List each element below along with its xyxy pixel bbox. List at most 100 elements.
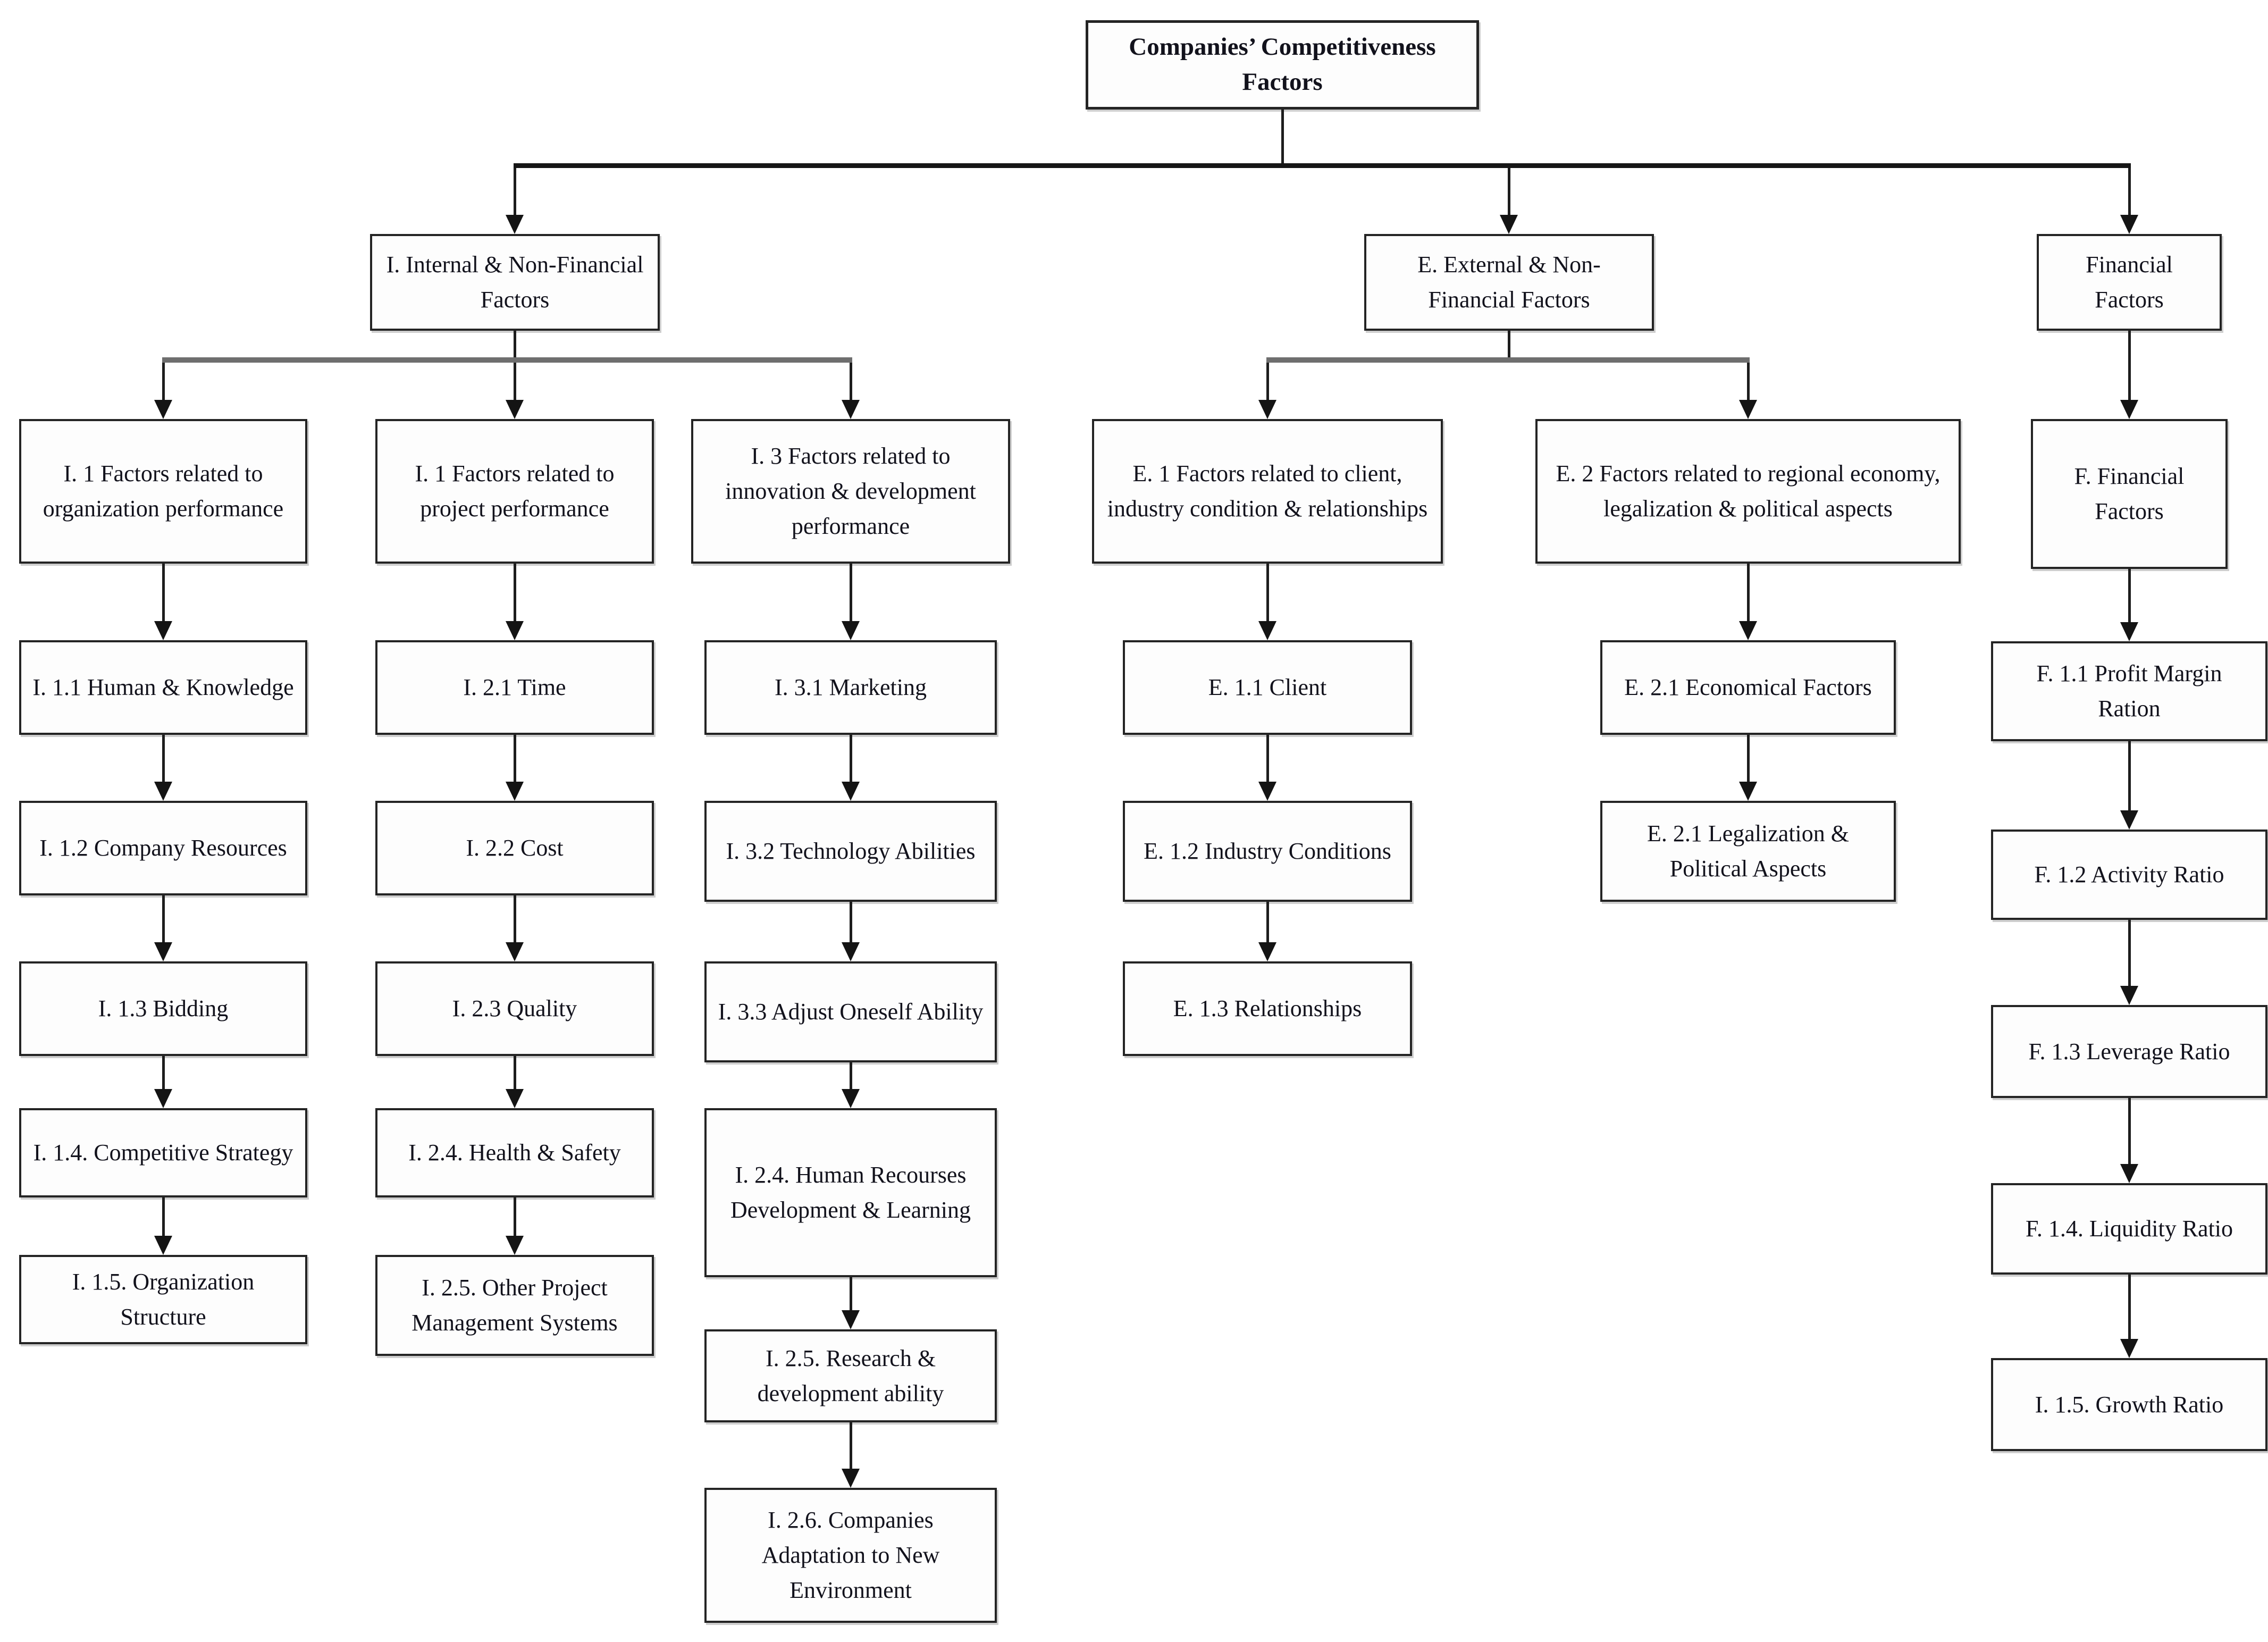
connector-line (1747, 357, 1750, 402)
node-i3-5: I. 2.5. Research & development ability (704, 1329, 997, 1422)
connector-line (514, 163, 2131, 168)
arrowhead-icon (154, 942, 172, 961)
node-i3-3: I. 3.3 Adjust Oneself Ability (704, 961, 997, 1062)
arrowhead-icon (1739, 621, 1757, 640)
node-e1-header: E. 1 Factors related to client, industry… (1092, 419, 1443, 564)
connector-line (514, 564, 516, 623)
arrowhead-icon (506, 1236, 524, 1255)
arrowhead-icon (1739, 782, 1757, 801)
node-i1-4: I. 1.4. Competitive Strategy (19, 1108, 307, 1197)
connector-line (2128, 920, 2131, 988)
node-i3-1: I. 3.1 Marketing (704, 640, 997, 735)
connector-line (1266, 902, 1269, 944)
node-i2-header: I. 1 Factors related to project performa… (375, 419, 654, 564)
arrowhead-icon (2120, 1339, 2138, 1358)
arrowhead-icon (154, 1236, 172, 1255)
node-f1-1: F. 1.1 Profit Margin Ration (1991, 641, 2267, 741)
node-i2-4: I. 2.4. Health & Safety (375, 1108, 654, 1197)
connector-line (2128, 1275, 2131, 1341)
arrowhead-icon (1258, 621, 1276, 640)
connector-line (1747, 735, 1750, 784)
arrowhead-icon (842, 1469, 860, 1488)
connector-line (1266, 357, 1269, 402)
arrowhead-icon (2120, 622, 2138, 641)
node-e1-2: E. 1.2 Industry Conditions (1123, 801, 1412, 902)
node-e1-3: E. 1.3 Relationships (1123, 961, 1412, 1056)
connector-line (514, 1197, 516, 1238)
node-root: Companies’ Competitiveness Factors (1086, 20, 1479, 110)
connector-line (1281, 110, 1284, 163)
connector-line (850, 357, 852, 402)
arrowhead-icon (842, 621, 860, 640)
connector-line (514, 163, 516, 217)
arrowhead-icon (2120, 986, 2138, 1005)
node-i3-6: I. 2.6. Companies Adaptation to New Envi… (704, 1488, 997, 1623)
connector-line (850, 564, 852, 623)
connector-line (2128, 331, 2131, 402)
node-i3-4: I. 2.4. Human Recourses Development & Le… (704, 1108, 997, 1277)
connector-line (850, 1062, 852, 1091)
node-i1-5: I. 1.5. Organization Structure (19, 1255, 307, 1344)
node-f-header: F. Financial Factors (2031, 419, 2228, 569)
node-i2-2: I. 2.2 Cost (375, 801, 654, 895)
node-i2-5: I. 2.5. Other Project Management Systems (375, 1255, 654, 1356)
node-i1-1: I. 1.1 Human & Knowledge (19, 640, 307, 735)
node-external-factors: E. External & Non-Financial Factors (1364, 234, 1654, 331)
arrowhead-icon (842, 942, 860, 961)
arrowhead-icon (506, 215, 524, 234)
arrowhead-icon (506, 621, 524, 640)
arrowhead-icon (2120, 1164, 2138, 1183)
arrowhead-icon (154, 400, 172, 419)
node-i2-1: I. 2.1 Time (375, 640, 654, 735)
arrowhead-icon (506, 782, 524, 801)
node-internal-factors: I. Internal & Non-Financial Factors (370, 234, 660, 331)
connector-line (162, 895, 165, 944)
connector-line (1266, 735, 1269, 784)
connector-line (162, 564, 165, 623)
connector-line (162, 357, 852, 363)
arrowhead-icon (154, 782, 172, 801)
connector-line (514, 895, 516, 944)
node-f1-5: I. 1.5. Growth Ratio (1991, 1358, 2267, 1451)
arrowhead-icon (842, 1089, 860, 1108)
connector-line (514, 357, 516, 402)
node-financial-factors: Financial Factors (2037, 234, 2222, 331)
arrowhead-icon (1258, 400, 1276, 419)
node-e2-1: E. 2.1 Economical Factors (1600, 640, 1896, 735)
connector-line (1747, 564, 1750, 623)
node-i3-2: I. 3.2 Technology Abilities (704, 801, 997, 902)
arrowhead-icon (506, 400, 524, 419)
arrowhead-icon (1500, 215, 1518, 234)
node-i3-header: I. 3 Factors related to innovation & dev… (691, 419, 1010, 564)
connector-line (2128, 1098, 2131, 1166)
connector-line (1266, 357, 1750, 363)
connector-line (850, 902, 852, 944)
connector-line (162, 735, 165, 784)
connector-line (1508, 331, 1510, 357)
arrowhead-icon (2120, 215, 2138, 234)
arrowhead-icon (842, 400, 860, 419)
node-e2-header: E. 2 Factors related to regional economy… (1535, 419, 1961, 564)
arrowhead-icon (2120, 400, 2138, 419)
connector-line (1266, 564, 1269, 623)
node-i1-3: I. 1.3 Bidding (19, 961, 307, 1056)
arrowhead-icon (154, 1089, 172, 1108)
connector-line (514, 735, 516, 784)
node-i1-2: I. 1.2 Company Resources (19, 801, 307, 895)
arrowhead-icon (506, 942, 524, 961)
node-f1-3: F. 1.3 Leverage Ratio (1991, 1005, 2267, 1098)
node-e2-2: E. 2.1 Legalization & Political Aspects (1600, 801, 1896, 902)
connector-line (162, 1056, 165, 1091)
connector-line (2128, 741, 2131, 812)
connector-line (850, 1422, 852, 1471)
connector-line (850, 735, 852, 784)
connector-line (2128, 569, 2131, 624)
node-f1-4: F. 1.4. Liquidity Ratio (1991, 1183, 2267, 1275)
connector-line (2128, 163, 2131, 217)
arrowhead-icon (842, 782, 860, 801)
node-f1-2: F. 1.2 Activity Ratio (1991, 830, 2267, 920)
connector-line (514, 331, 516, 357)
connector-line (514, 1056, 516, 1091)
connector-line (162, 1197, 165, 1238)
